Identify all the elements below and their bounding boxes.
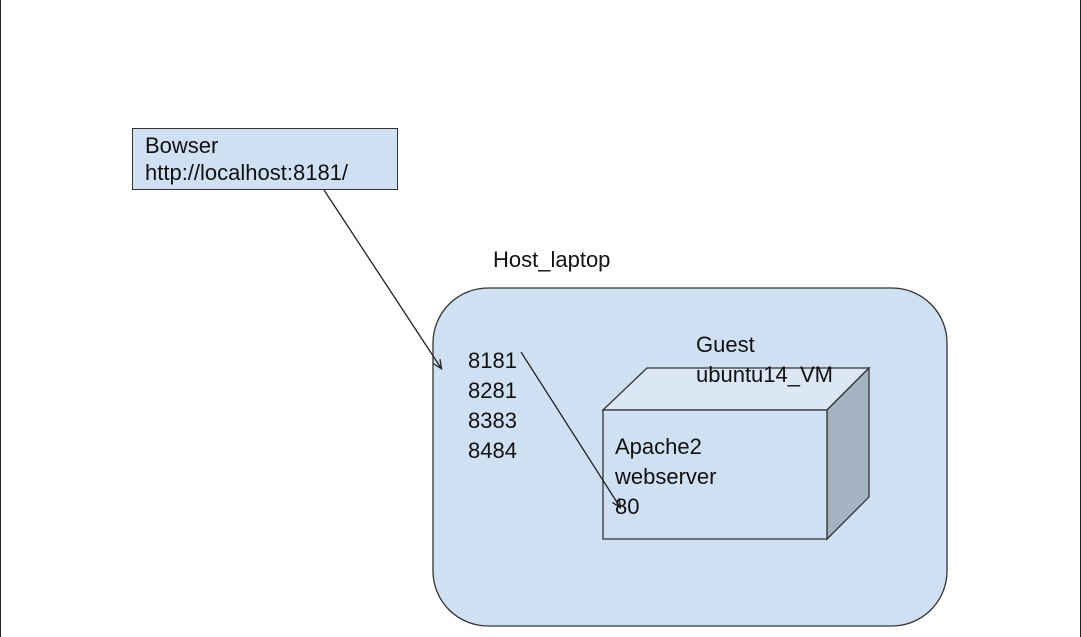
guest-vm-cube-front: [602, 409, 828, 540]
guest-service-label: Apache2 webserver 80: [615, 432, 716, 522]
host-port: 8484: [468, 438, 517, 463]
host-port-list: 8181 8281 8383 8484: [468, 346, 517, 466]
guest-label-line1: Guest: [696, 332, 755, 357]
service-line1: Apache2: [615, 434, 702, 459]
host-laptop-label: Host_laptop: [493, 247, 611, 272]
service-port: 80: [615, 494, 640, 519]
browser-url: http://localhost:8181/: [145, 160, 349, 185]
host-port: 8383: [468, 408, 517, 433]
host-port: 8181: [468, 348, 517, 373]
port-forward-arrow: [520, 351, 620, 507]
host-port: 8281: [468, 378, 517, 403]
browser-box: Bowser http://localhost:8181/: [132, 128, 398, 190]
service-line2: webserver: [615, 464, 717, 489]
guest-vm-label: Guest ubuntu14_VM: [696, 330, 833, 390]
browser-to-host-arrow: [323, 189, 441, 368]
guest-label-line2: ubuntu14_VM: [696, 362, 833, 387]
browser-title: Bowser: [145, 133, 219, 158]
